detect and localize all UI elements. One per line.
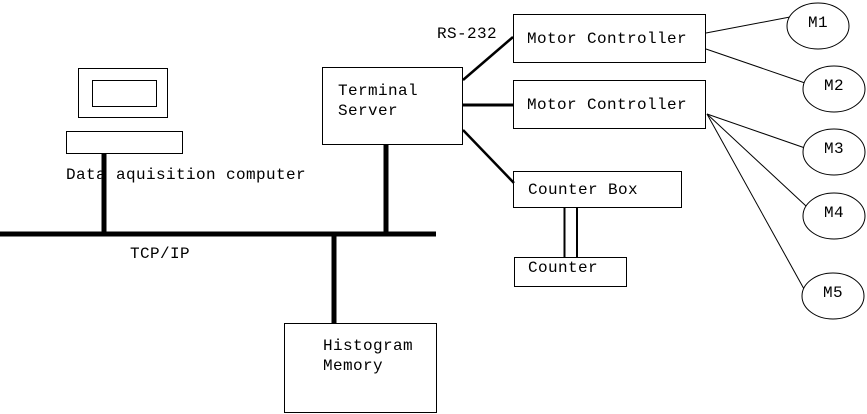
line-controller2-to-m4	[706, 113, 807, 207]
monitor-screen-icon	[92, 80, 157, 107]
line-controller1-to-m1	[705, 16, 791, 34]
motor-controller-2-box: Motor Controller	[513, 80, 706, 129]
terminal-server-label-line2: Server	[338, 102, 399, 120]
counter-box-label: Counter Box	[528, 180, 639, 199]
motor-m1-label: M1	[807, 14, 828, 32]
terminal-server-label-line1: Terminal	[338, 82, 419, 100]
line-controller2-to-m3	[706, 113, 806, 149]
counter-box-box: Counter Box	[513, 171, 682, 208]
motor-controller-1-label: Motor Controller	[527, 29, 688, 48]
histogram-memory-label-line2: Memory	[323, 357, 384, 375]
rs232-label: RS-232	[437, 25, 498, 43]
keyboard-icon	[66, 131, 183, 154]
motor-m3-label: M3	[823, 140, 844, 158]
counter-label: Counter	[528, 259, 599, 277]
terminal-server-box: Terminal Server	[322, 67, 463, 145]
histogram-memory-label-line1: Histogram	[323, 337, 414, 355]
motor-m5-label: M5	[822, 284, 843, 302]
line-controller2-to-m5	[706, 113, 805, 290]
motor-controller-2-label: Motor Controller	[527, 95, 688, 114]
tcp-ip-label: TCP/IP	[130, 245, 191, 263]
line-controller1-to-m2	[705, 48, 806, 84]
motor-controller-1-box: Motor Controller	[513, 14, 706, 63]
histogram-memory-box: Histogram Memory	[284, 323, 437, 413]
counter-box: Counter	[514, 257, 627, 287]
motor-m2-label: M2	[823, 77, 844, 95]
data-acquisition-computer-label: Data aquisition computer	[66, 166, 307, 184]
motor-m4-label: M4	[823, 204, 844, 222]
rs232-line-to-counter-box	[462, 129, 515, 184]
